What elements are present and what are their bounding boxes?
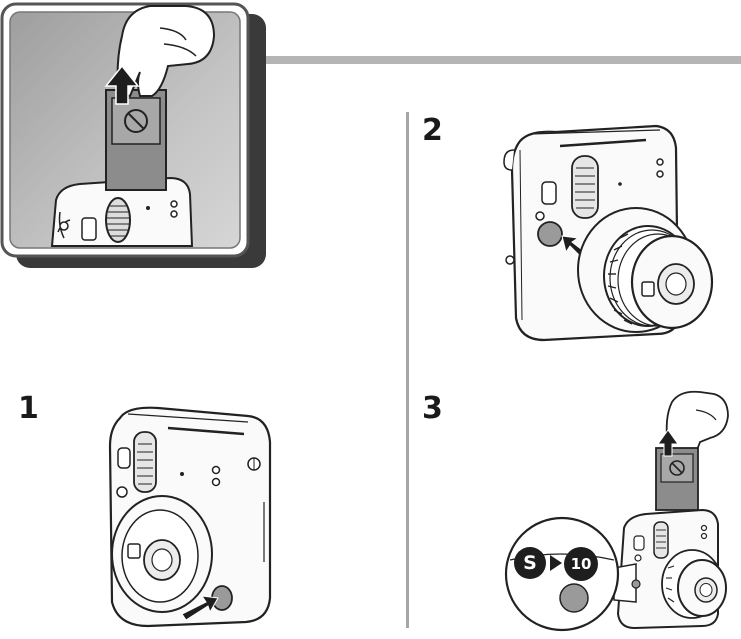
step-number-3: 3: [422, 394, 443, 424]
right-arrow-icon: [550, 555, 562, 571]
mode-from-label: S: [523, 552, 537, 574]
step-number-1: 1: [18, 394, 39, 424]
step2-illustration: [496, 120, 741, 342]
step1-illustration: [98, 402, 280, 630]
step-number-2: 2: [422, 116, 443, 146]
10-icon: 10: [564, 547, 598, 581]
mode-to-label: 10: [571, 555, 592, 573]
mode-indicator: S 10: [514, 547, 610, 581]
step3-illustration: [496, 388, 741, 630]
film-removal-panel: [0, 0, 270, 272]
lens-release-button: [538, 222, 562, 246]
S-icon: S: [514, 547, 546, 579]
column-divider: [406, 112, 409, 628]
header-bar: [262, 56, 741, 64]
mode-button: [560, 584, 588, 612]
film-removal-illustration: [0, 0, 270, 272]
